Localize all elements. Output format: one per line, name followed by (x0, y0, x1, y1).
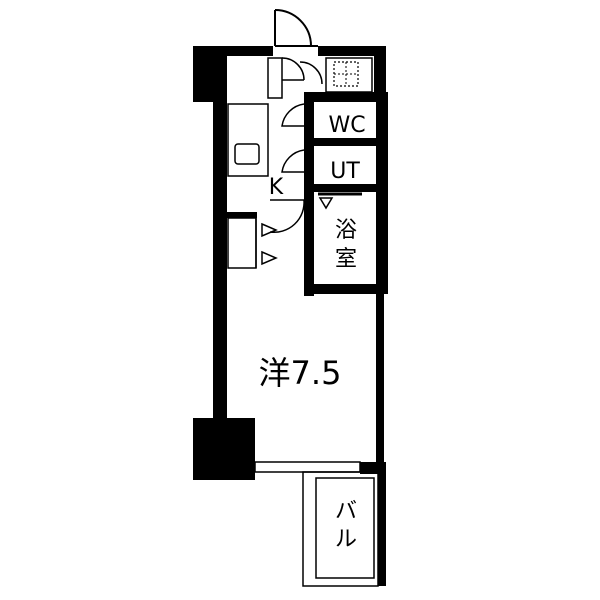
entrance-door (274, 9, 318, 47)
entrance-area (267, 57, 323, 99)
closet-door-arrow-upper (261, 222, 278, 238)
right-wall-upper (374, 46, 386, 100)
window (254, 461, 361, 473)
toilet-label: WC (328, 113, 365, 138)
closet (227, 217, 278, 269)
kitchen-counter (227, 103, 269, 177)
room-door-swing (269, 199, 305, 234)
utility-label: UT (330, 159, 360, 184)
entrance-divider (304, 92, 388, 102)
walls (193, 46, 388, 586)
bath-bottom-wall (304, 284, 388, 294)
top-wall-right (318, 46, 374, 56)
balcony-label-line1: バ (335, 499, 357, 524)
door-swings (269, 103, 305, 234)
kitchen-label: K (269, 175, 284, 200)
partitions (227, 92, 388, 296)
top-wall (193, 46, 273, 56)
storage-grid-icon (325, 57, 373, 93)
wc-door-swing (281, 103, 305, 127)
closet-door-arrow-lower (261, 250, 278, 266)
bottom-left-pillar (193, 418, 255, 480)
bath-label-line2: 室 (335, 247, 357, 272)
wc-ut-divider (304, 138, 388, 146)
right-wall-service (376, 96, 388, 294)
core-left-wall (304, 92, 314, 296)
bath-label-line1: 浴 (335, 218, 357, 243)
closet-wall (227, 212, 257, 218)
left-wall (213, 100, 227, 420)
western-room-label: 洋7.5 (259, 354, 342, 392)
balcony-label-line2: ル (335, 527, 357, 552)
ut-bath-divider (304, 184, 388, 192)
ut-door-swing (281, 149, 305, 173)
bath-entry-marker (318, 197, 334, 210)
balcony (302, 471, 379, 587)
sink-icon (234, 143, 260, 165)
balcony-right-wall (378, 462, 386, 586)
right-wall-room (376, 292, 384, 462)
